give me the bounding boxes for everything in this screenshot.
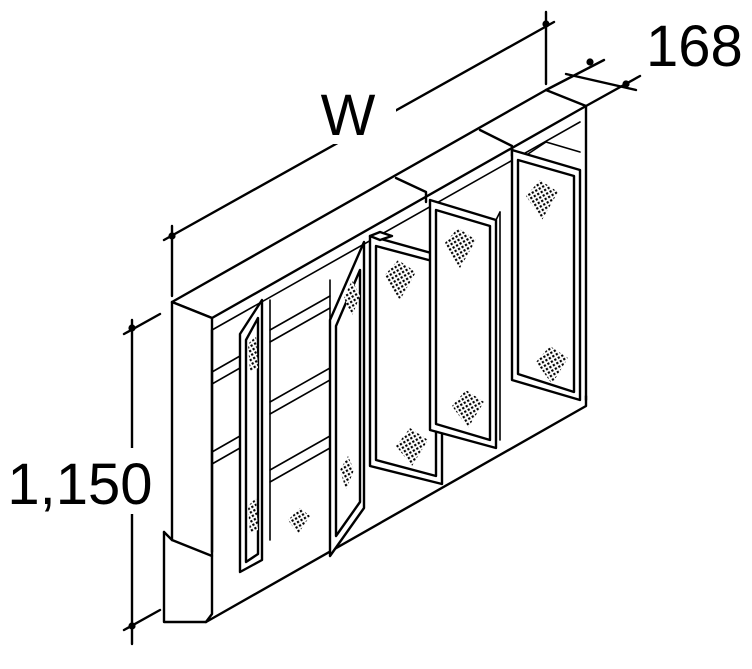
height-tick-top [128,324,136,332]
height-tick-bottom [128,622,136,630]
top-divider-1 [394,176,428,204]
mirror-glint-bottom [288,508,310,534]
height-label: 1,150 [7,452,152,517]
width-tick-left [168,232,176,240]
mirror-door-3 [368,230,444,486]
depth-dimension-line [564,72,638,92]
depth-label: 168 [646,14,743,79]
mirror-door-2 [328,240,366,558]
width-label: W [321,83,376,148]
mirror-door-4 [428,198,501,450]
mirror-door-1 [238,298,264,574]
depth-tick-left [586,58,594,66]
width-dimension: W [162,10,556,298]
cabinet-left-side [170,300,214,558]
depth-tick-right [622,80,630,88]
mirror-door-5 [510,141,582,402]
depth-dimension: 168 [544,14,743,108]
width-tick-right [542,20,550,28]
height-dimension: 1,150 [0,312,162,646]
cabinet-body [162,88,588,624]
